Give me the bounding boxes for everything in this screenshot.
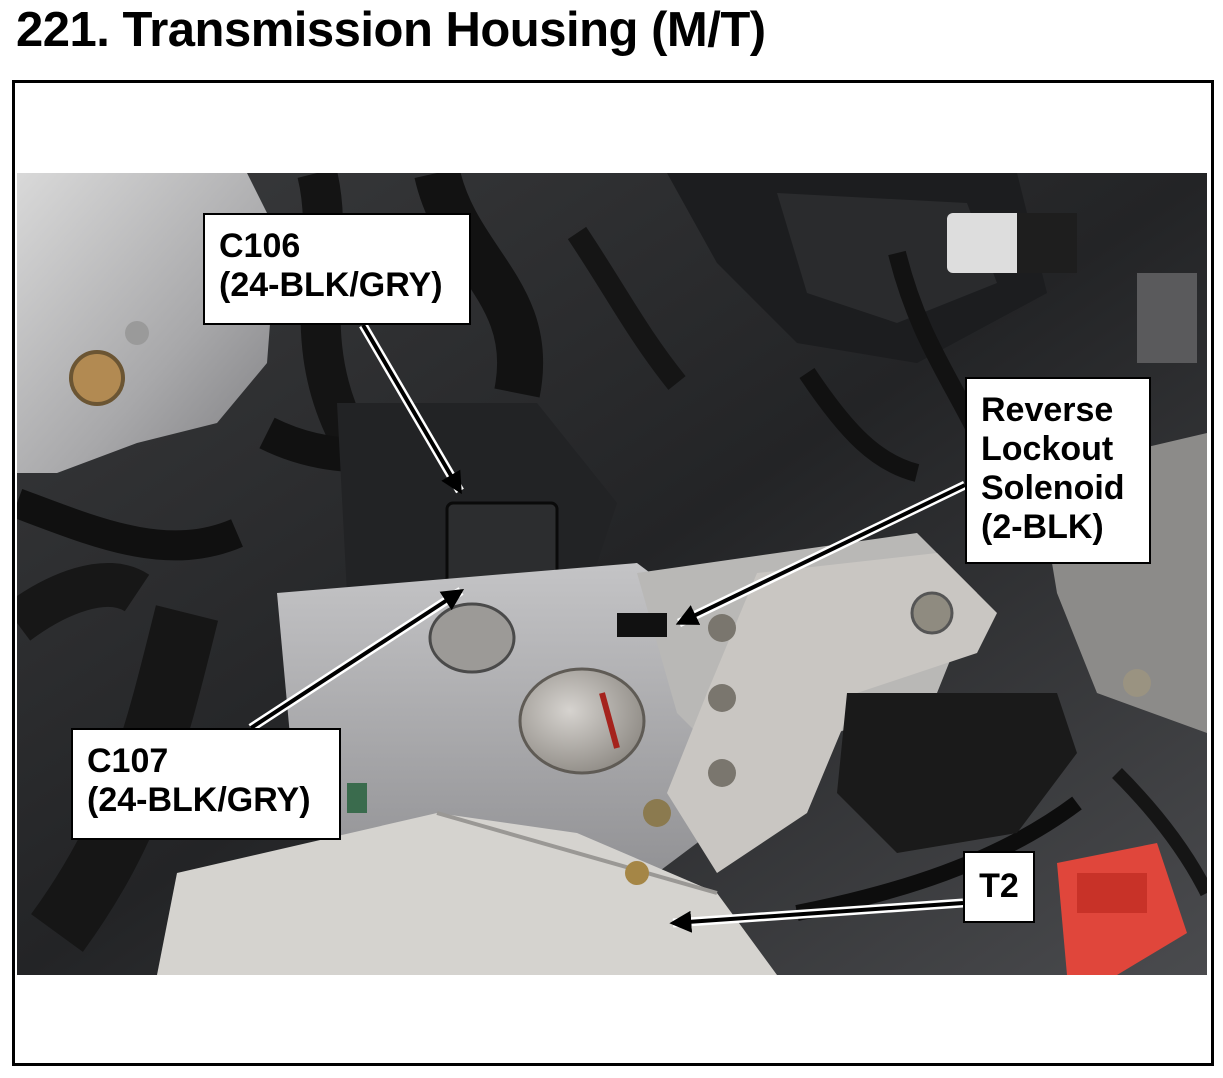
callout-c106: C106 (24-BLK/GRY) — [203, 213, 471, 325]
callout-t2: T2 — [963, 851, 1035, 923]
callout-c106-code: C106 — [219, 227, 301, 265]
callout-rls-line3: Solenoid — [981, 469, 1125, 507]
page-title: 221. Transmission Housing (M/T) — [16, 3, 766, 57]
callout-c107: C107 (24-BLK/GRY) — [71, 728, 341, 840]
callout-rls-line4: (2-BLK) — [981, 508, 1104, 546]
callout-c107-pins: (24-BLK/GRY) — [87, 781, 311, 819]
callout-t2-code: T2 — [979, 867, 1019, 905]
callout-rls-line2: Lockout — [981, 430, 1114, 468]
callout-c106-pins: (24-BLK/GRY) — [219, 266, 443, 304]
callout-reverse-lockout-solenoid: Reverse Lockout Solenoid (2-BLK) — [965, 377, 1151, 564]
callout-c107-code: C107 — [87, 742, 169, 780]
callout-rls-line1: Reverse — [981, 391, 1114, 429]
figure-frame: C106 (24-BLK/GRY) C107 (24-BLK/GRY) Reve… — [12, 80, 1214, 1066]
